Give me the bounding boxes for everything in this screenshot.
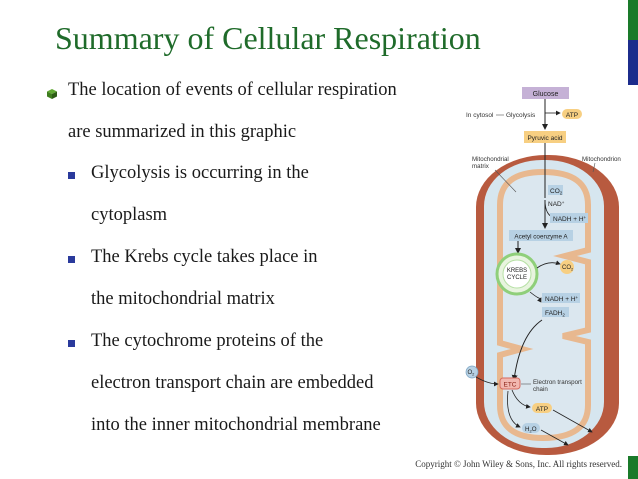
mitochondrion-diagram: Glucose In cytosol Glycolysis ATP Pyruvi… — [465, 87, 621, 455]
co2-mid-circle — [560, 260, 574, 274]
copyright-notice: Copyright © John Wiley & Sons, Inc. All … — [415, 459, 622, 469]
square-bullet-icon — [68, 172, 75, 179]
subpoint-3-line-3: into the inner mitochondrial membrane — [91, 415, 381, 435]
accent-bar-blue — [628, 40, 638, 85]
intro-line-2: are summarized in this graphic — [68, 122, 297, 142]
glucose-box — [522, 87, 569, 99]
co2-mid-arrow — [536, 260, 561, 269]
pyruvic-acid-box — [524, 131, 566, 143]
leader-line — [592, 162, 596, 173]
fadh2-box — [542, 307, 569, 317]
co2-top-box — [548, 185, 563, 195]
atp-top-label: ATP — [566, 112, 578, 119]
square-bullet-icon — [68, 256, 75, 263]
co2-top-label: CO2 — [550, 188, 563, 196]
pyruvic-acid-label: Pyruvic acid — [527, 135, 562, 142]
mito-matrix-label-2: matrix — [472, 163, 490, 170]
etc-desc-1: Electron transport — [533, 379, 582, 386]
krebs-label-1: KREBS — [507, 268, 527, 274]
atp-exit-arrow — [552, 409, 593, 433]
etc-label: ETC — [504, 382, 517, 389]
electron-flow-arrow — [511, 319, 543, 381]
water-arrow — [507, 390, 521, 428]
slide-title: Summary of Cellular Respiration — [55, 20, 481, 56]
atp-bottom-arrow — [511, 389, 531, 409]
nadh-1-label: NADH + H+ — [553, 215, 587, 223]
acetyl-coa-label: Acetyl coenzyme A — [514, 234, 568, 241]
o2-circle — [465, 365, 479, 379]
subpoint-1-line-1: Glycolysis is occurring in the — [91, 163, 309, 183]
krebs-out-arrow — [529, 291, 542, 303]
inner-membrane — [497, 168, 591, 442]
nadh-2-label: NADH + H+ — [545, 295, 579, 303]
fadh2-label: FADH2 — [545, 310, 565, 318]
glycolysis-label: Glycolysis — [506, 112, 536, 119]
co2-mid-label: CO2 — [562, 265, 574, 272]
krebs-inner-ring — [502, 259, 532, 289]
acetyl-coa-box — [509, 230, 573, 241]
subpoint-1-line-2: cytoplasm — [91, 205, 168, 225]
subpoint-2-line-1: The Krebs cycle takes place in — [91, 247, 318, 267]
atp-top-box — [562, 109, 582, 119]
nadh-1-box — [550, 213, 588, 223]
intro-line-1: The location of events of cellular respi… — [68, 80, 397, 100]
green-cube-bullet-icon — [47, 89, 57, 99]
o2-arrow — [475, 376, 499, 387]
accent-bar-bottom — [628, 456, 638, 479]
subpoint-2-line-2: the mitochondrial matrix — [91, 289, 275, 309]
atp-bottom-label: ATP — [536, 406, 548, 413]
in-cytosol-label: In cytosol — [466, 112, 494, 119]
h2o-label: H2O — [525, 426, 537, 434]
accent-bar-top — [628, 0, 638, 40]
nad-plus-label: NAD+ — [548, 200, 565, 208]
etc-desc-2: chain — [533, 386, 548, 393]
mitochondrion-label: Mitochondrion — [582, 156, 621, 163]
square-bullet-icon — [68, 340, 75, 347]
etc-box — [499, 377, 521, 390]
o2-label: O2 — [468, 370, 476, 377]
mito-matrix-label-1: Mitochondrial — [472, 156, 509, 163]
subpoint-3-line-1: The cytochrome proteins of the — [91, 331, 324, 351]
glucose-label: Glucose — [533, 91, 559, 98]
krebs-label-2: CYCLE — [507, 275, 527, 281]
atp-bottom-box — [532, 403, 552, 413]
h2o-exit-arrow — [540, 429, 569, 446]
leader-line — [494, 169, 517, 193]
subpoint-3-line-2: electron transport chain are embedded — [91, 373, 374, 393]
nadh-2-box — [542, 293, 580, 303]
h2o-box — [522, 423, 540, 433]
